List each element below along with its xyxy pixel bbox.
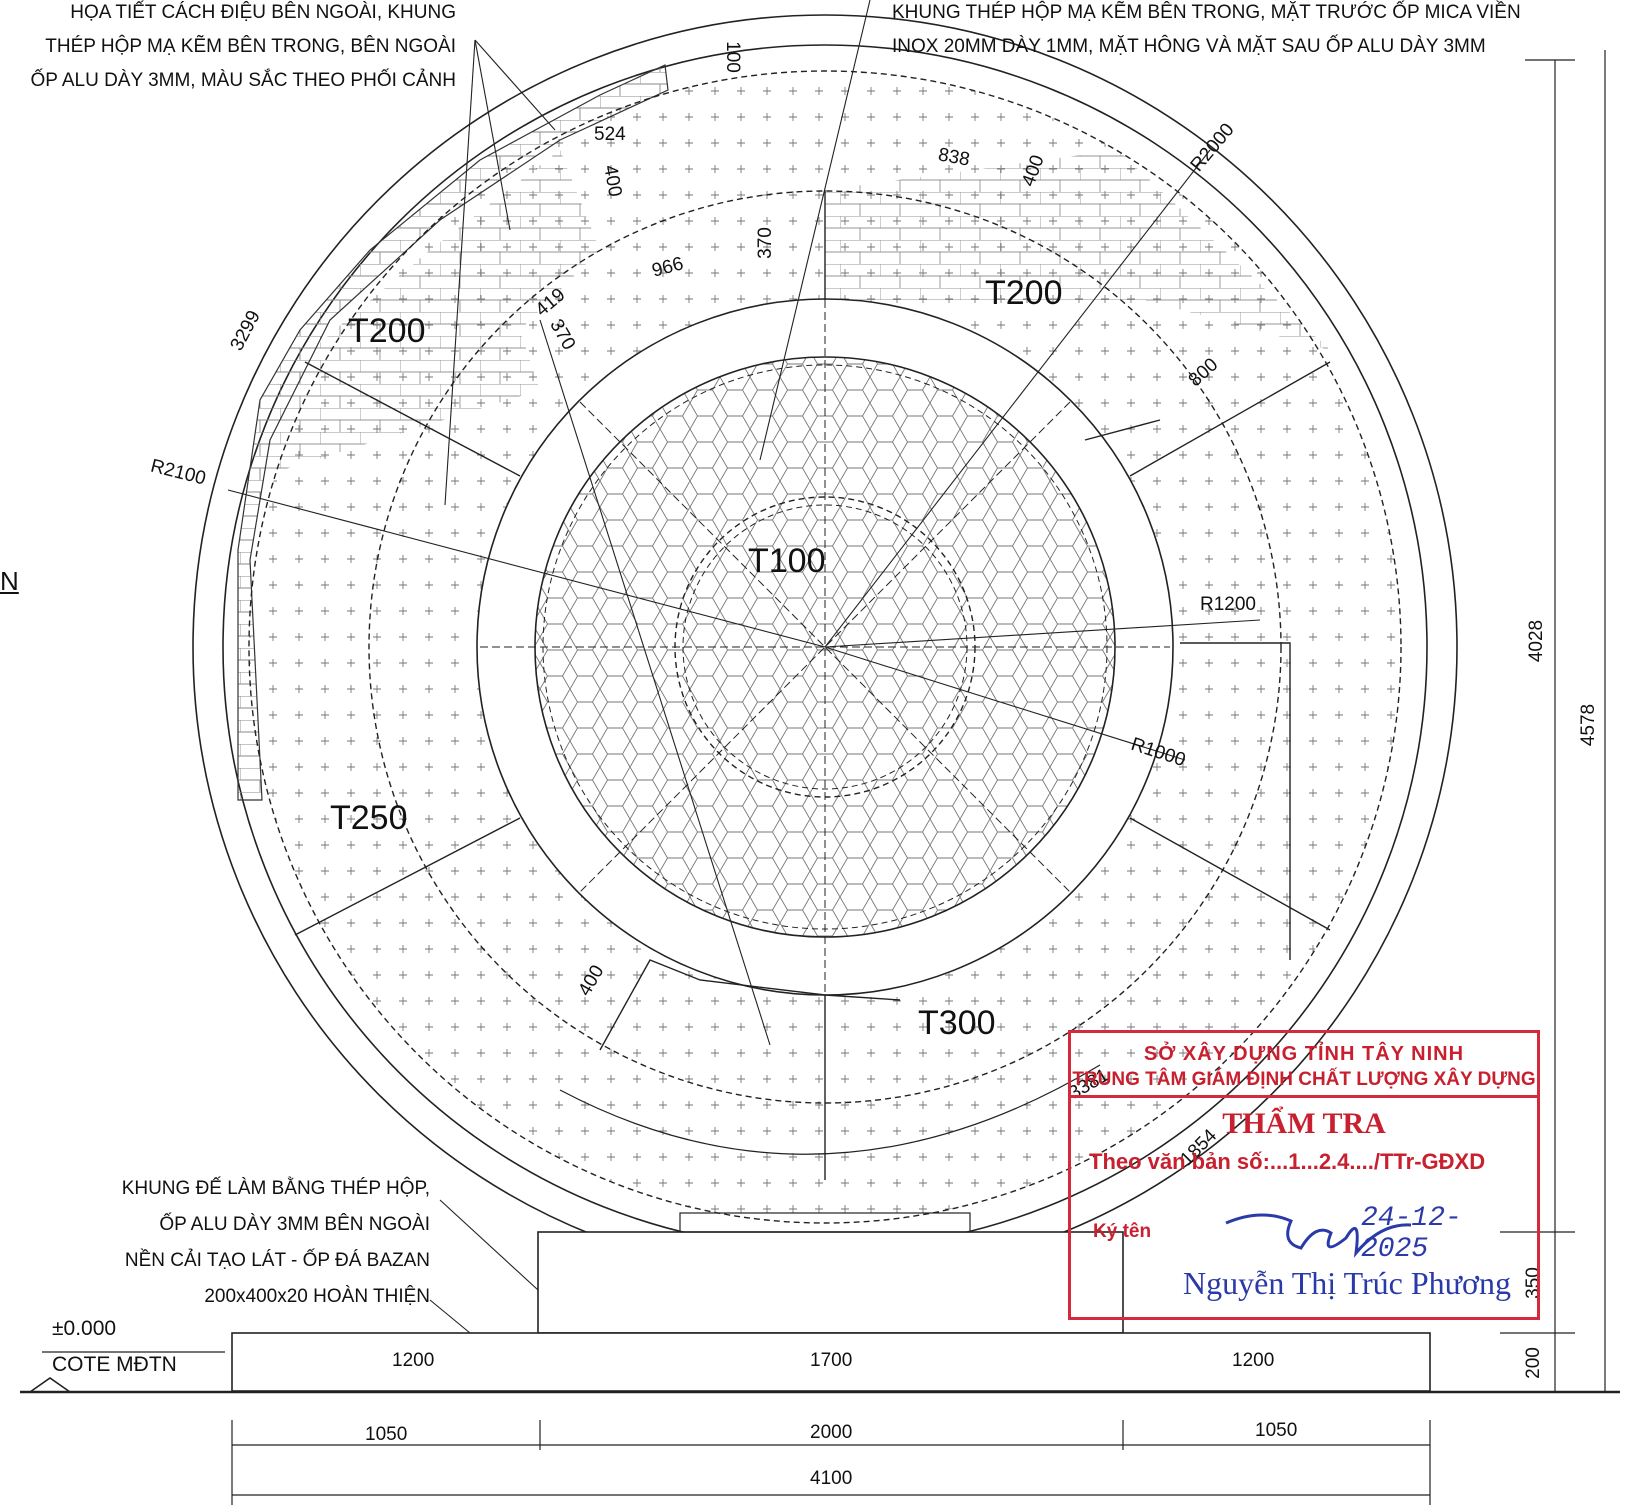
t300-lane-right (1180, 642, 1291, 960)
edge-letter: N (0, 566, 19, 596)
note-ornament-line1: HỌA TIẾT CÁCH ĐIỆU BÊN NGOÀI, KHUNG (70, 2, 456, 23)
note-base-line1: KHUNG ĐẾ LÀM BẰNG THÉP HỘP, (121, 1178, 430, 1199)
level-mark-icon (29, 1377, 71, 1393)
dim-4578: 4578 (1578, 703, 1600, 747)
zone-label-t100: T100 (748, 542, 826, 580)
zone-label-t200-right: T200 (985, 274, 1063, 312)
dim-base-1200-left: 1200 (392, 1350, 435, 1371)
dim-2000: 2000 (810, 1422, 853, 1443)
zone-label-t250: T250 (330, 799, 408, 837)
outer-ornament-arc (237, 64, 669, 801)
band-mid-edge (368, 190, 1282, 1104)
dim-1050-right: 1050 (1255, 1420, 1298, 1441)
dim-4100: 4100 (810, 1468, 853, 1489)
stamp-signer-name: Nguyễn Thị Trúc Phương (1183, 1265, 1511, 1301)
dim-4028: 4028 (1526, 619, 1548, 663)
dim-base-1700: 1700 (810, 1350, 853, 1371)
zone-label-t300: T300 (918, 1004, 996, 1042)
radial-spokes (480, 300, 1170, 995)
note-base-line2: ỐP ALU DÀY 3MM BÊN NGOÀI (159, 1214, 430, 1235)
stamp-title: THẨM TRA (1222, 1107, 1386, 1140)
radius-r1200: R1200 (1200, 594, 1256, 615)
pedestal-neck (679, 1212, 971, 1233)
dim-524: 524 (594, 124, 626, 145)
stamp-center: TRUNG TÂM GIÁM ĐỊNH CHẤT LƯỢNG XÂY DỰNG (1071, 1069, 1537, 1098)
t300-arc-dim (559, 1064, 1101, 1155)
segment-dividers (294, 190, 1331, 1180)
note-base-line4: 200x400x20 HOÀN THIỆN (204, 1286, 430, 1307)
bottom-dimension-lines (231, 1420, 1431, 1505)
stamp-sign-label: Ký tên (1093, 1221, 1152, 1242)
dim-400-top: 400 (599, 163, 626, 199)
note-ornament-line2: THÉP HỘP MẠ KẼM BÊN TRONG, BÊN NGOÀI (45, 36, 456, 57)
dim-100: 100 (721, 41, 743, 73)
t200-left-pattern (250, 150, 600, 480)
t300-lane-left (599, 959, 901, 1051)
leader-lines (227, 0, 1261, 1334)
signature-icon (1225, 1213, 1412, 1258)
stamp-date: 24-12- 2025 (1361, 1203, 1462, 1265)
note-ornament-line3: ỐP ALU DÀY 3MM, MÀU SẮC THEO PHỐI CẢNH (30, 70, 457, 91)
dim-200: 200 (1522, 1347, 1544, 1379)
dim-370-top: 370 (754, 227, 776, 259)
t200-right-pattern (825, 150, 1330, 350)
cote-label: COTE MĐTN (52, 1353, 177, 1376)
zone-label-t200-left: T200 (348, 312, 426, 350)
stamp-authority: SỞ XÂY DỰNG TỈNH TÂY NINH (1143, 1043, 1465, 1065)
stamp-document-number: Theo văn bản số:...1...2.4..../TTr-GĐXD (1089, 1149, 1486, 1174)
approval-stamp: SỞ XÂY DỰNG TỈNH TÂY NINH TRUNG TÂM GIÁM… (1068, 1030, 1540, 1320)
dim-base-1200-right: 1200 (1232, 1350, 1275, 1371)
band-outer-edge (248, 70, 1402, 1224)
pedestal (537, 1231, 1124, 1334)
note-base-line3: NỀN CẢI TẠO LÁT - ỐP ĐÁ BAZAN (124, 1250, 430, 1271)
note-frame-line1: KHUNG THÉP HỘP MẠ KẼM BÊN TRONG, MẶT TRƯ… (892, 2, 1521, 23)
note-frame-line2: INOX 20MM DÀY 1MM, MẶT HÔNG VÀ MẶT SAU Ố… (892, 36, 1486, 57)
level-label: ±0.000 (52, 1317, 117, 1340)
dim-1050-left: 1050 (365, 1424, 408, 1445)
dim-838: 838 (936, 144, 972, 171)
